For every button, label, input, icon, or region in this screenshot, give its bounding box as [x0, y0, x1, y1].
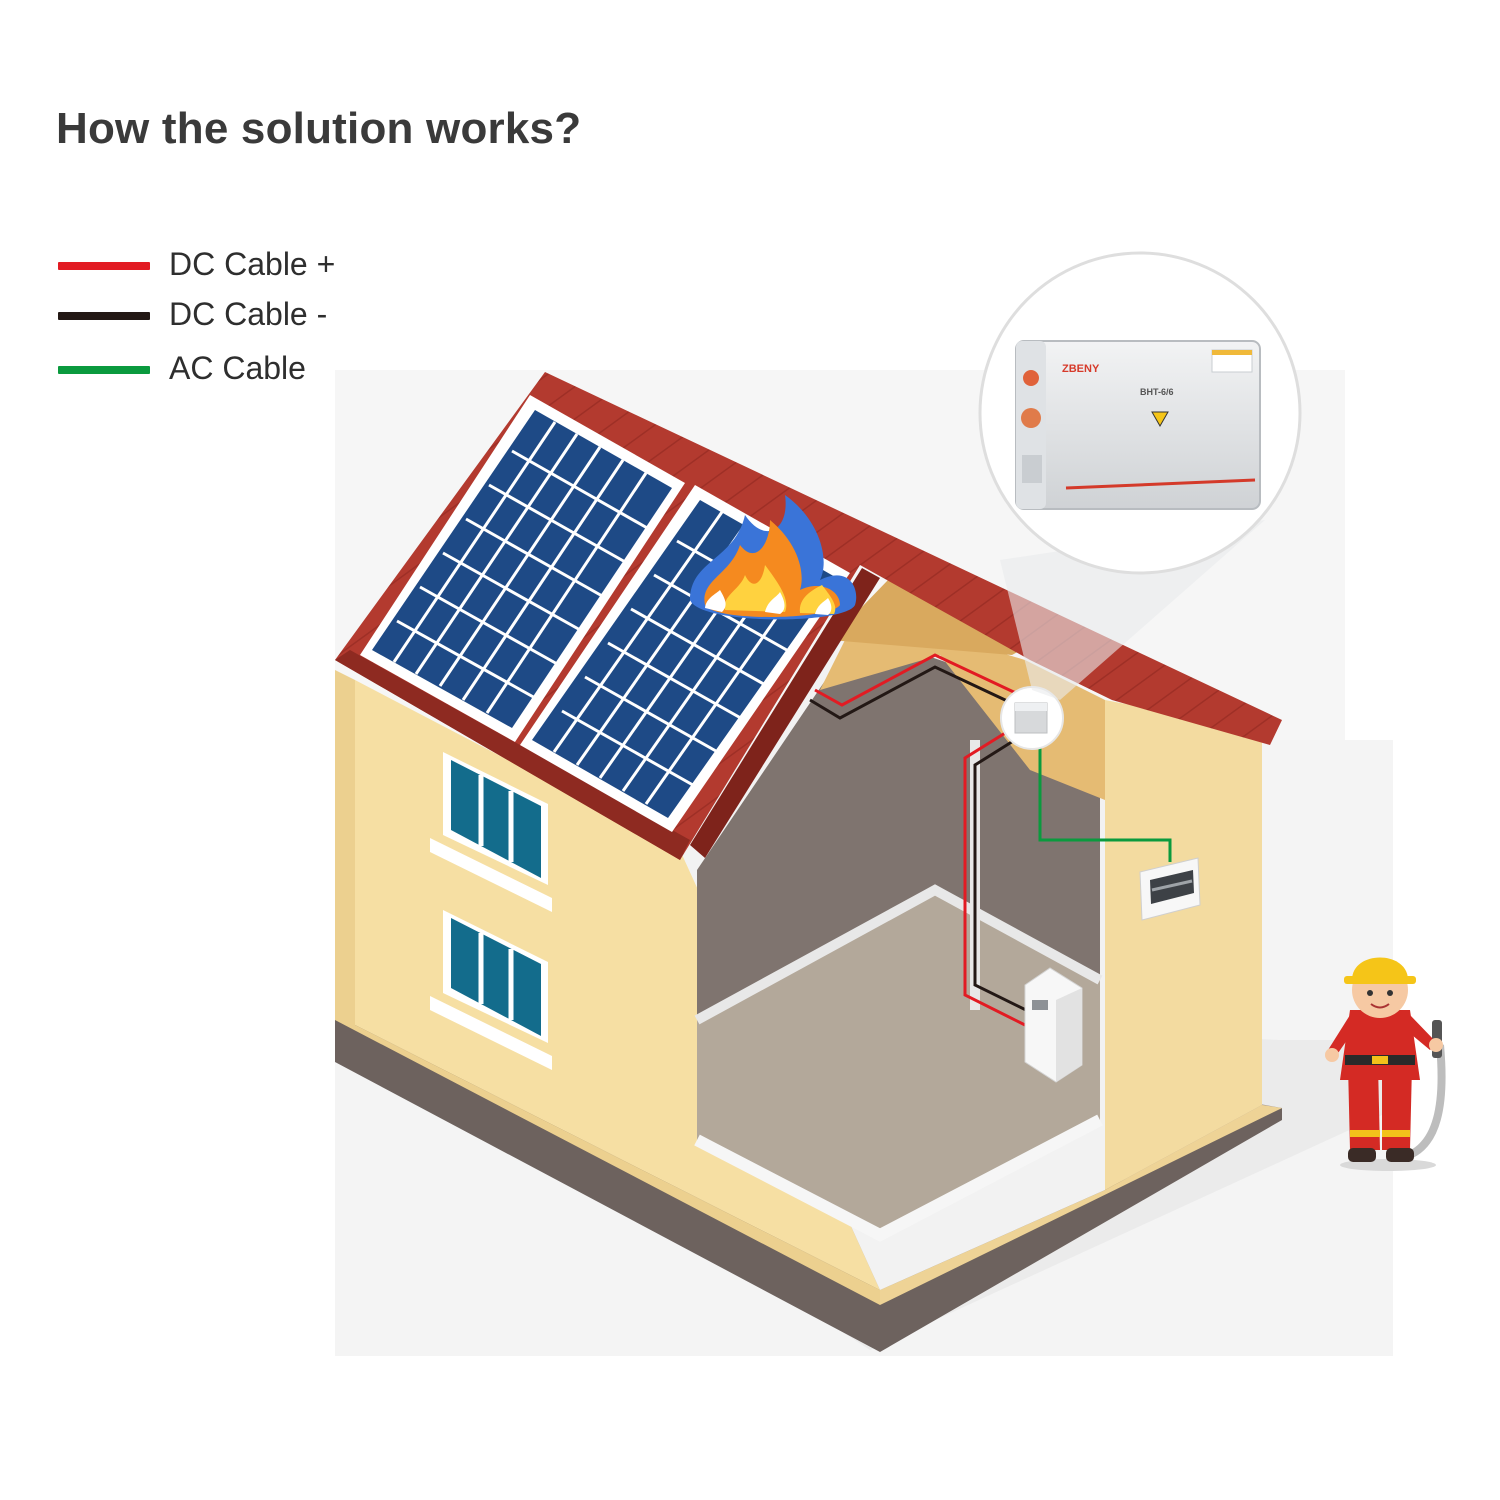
device-zoom-callout: ZBENY BHT-6/6 [978, 251, 1302, 575]
firefighter-icon [1325, 957, 1446, 1171]
roof-front-edge [335, 650, 690, 860]
legend-swatch-ac [58, 366, 150, 374]
cables [809, 653, 1172, 1027]
dc-cable-positive-down [963, 728, 1026, 1027]
page-title: How the solution works? [56, 104, 582, 153]
window-lower [430, 910, 552, 1070]
roof-gable-edge [690, 568, 880, 858]
attic-rafter [830, 580, 1030, 655]
right-wall [1105, 700, 1262, 1190]
warning-icon [1151, 411, 1169, 428]
window-upper [430, 752, 552, 912]
dc-cable-negative [809, 665, 1021, 720]
foundation-side [335, 1000, 1282, 1352]
legend-swatch-dc-positive [58, 262, 150, 270]
zoom-beam [1000, 520, 1265, 700]
legend-label-ac: AC Cable [169, 350, 306, 386]
dc-cable-negative-down [973, 736, 1031, 1014]
solar-panel-left [360, 395, 685, 742]
front-wall-bottom [880, 1105, 1282, 1305]
flame-icon [690, 495, 857, 620]
interior-floor-edge [694, 884, 1103, 1025]
interior-floor [697, 890, 1100, 1235]
legend-swatch-dc-negative [58, 312, 150, 320]
cutaway-bottom-edge [694, 1114, 1103, 1242]
dc-cable-positive [814, 653, 1021, 707]
shutdown-device-marker [1000, 686, 1064, 750]
attic-ceiling [820, 610, 1105, 800]
device-brand: ZBENY [1062, 363, 1100, 375]
distribution-box [1139, 857, 1201, 921]
inverter [1024, 967, 1083, 1083]
legend-label-dc-negative: DC Cable - [169, 296, 328, 332]
legend-label-dc-positive: DC Cable + [169, 246, 336, 282]
device-model: BHT-6/6 [1140, 387, 1174, 397]
